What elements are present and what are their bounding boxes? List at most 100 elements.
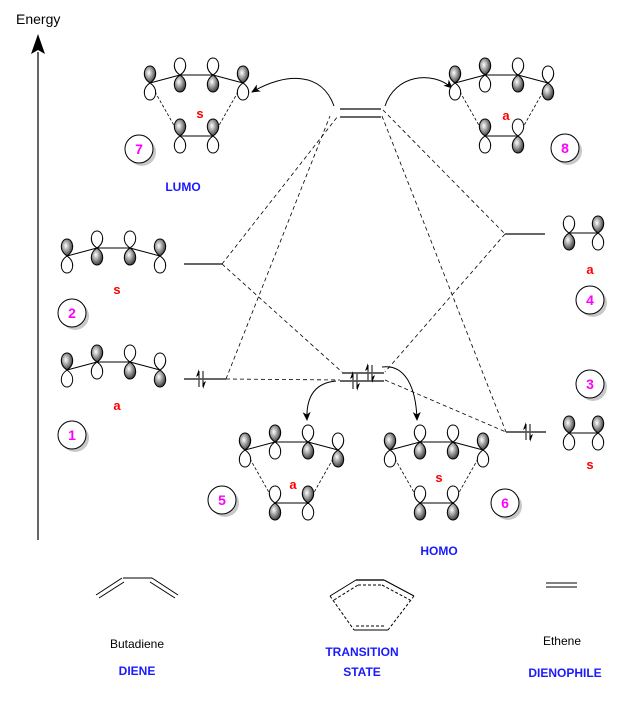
p-orbital-icon — [206, 57, 220, 93]
empty-lobe-icon — [60, 255, 74, 274]
orbital-number-badge: 6 — [490, 488, 522, 520]
empty-lobe-icon — [476, 449, 490, 468]
shaded-lobe-icon — [448, 65, 462, 84]
bond — [517, 74, 549, 84]
symmetry-label: s — [113, 282, 120, 297]
orbital-number-badge: 7 — [124, 134, 156, 166]
empty-lobe-icon — [301, 502, 315, 521]
empty-lobe-icon — [268, 485, 282, 504]
p-orbital-icon — [143, 65, 157, 101]
shaded-lobe-icon — [511, 74, 525, 93]
orbital-mo-4 — [562, 215, 605, 251]
p-orbital-icon — [591, 415, 605, 451]
electron-pair-icon — [523, 422, 533, 442]
correlation-line — [225, 115, 331, 380]
p-orbital-icon — [413, 424, 427, 460]
diene-backbone — [149, 74, 244, 84]
energy-axis-label: Energy — [16, 11, 60, 27]
p-orbital-icon — [383, 432, 397, 468]
p-orbital-icon — [153, 352, 167, 388]
orbital-number-badge: 2 — [57, 298, 89, 330]
orbital-arrows — [251, 77, 453, 421]
spin-up-icon — [196, 369, 199, 377]
diene-backbone — [389, 441, 484, 451]
p-orbital-icon — [153, 238, 167, 274]
dienophile-role-label: DIENOPHILE — [528, 666, 601, 680]
p-orbital-icon — [60, 238, 74, 274]
forming-bond — [387, 595, 415, 631]
symmetry-label: s — [196, 106, 203, 121]
orbital-mo-8 — [448, 57, 555, 154]
shaded-lobe-icon — [562, 232, 576, 251]
partial-bond — [381, 584, 411, 601]
energy-axis-arrow-icon — [31, 34, 45, 54]
shaded-lobe-icon — [60, 238, 74, 257]
arrow-to-mo8-icon — [384, 77, 453, 107]
empty-lobe-icon — [331, 432, 345, 451]
empty-lobe-icon — [413, 485, 427, 504]
spin-down-icon — [203, 381, 206, 389]
orbital-number-badge: 4 — [575, 285, 607, 317]
p-orbital-icon — [331, 432, 345, 468]
orbital-mo-3 — [562, 415, 605, 451]
p-orbital-icon — [301, 424, 315, 460]
badge-circle — [490, 488, 520, 518]
bond — [383, 579, 415, 597]
spin-up-icon — [365, 363, 368, 371]
arrow-to-homo-icon — [381, 366, 421, 421]
badge-circle — [57, 298, 87, 328]
transition-state-structure — [329, 579, 415, 631]
shaded-lobe-icon — [123, 361, 137, 380]
shaded-lobe-icon — [591, 415, 605, 434]
p-orbital-icon — [206, 118, 220, 154]
lumo-label: LUMO — [165, 180, 200, 194]
correlation-line — [221, 115, 339, 265]
shaded-lobe-icon — [173, 118, 187, 137]
symmetry-label: a — [586, 262, 594, 277]
symmetry-label: s — [435, 470, 442, 485]
p-orbital-icon — [511, 118, 525, 154]
empty-lobe-icon — [478, 135, 492, 154]
bond — [66, 247, 98, 257]
correlation-line — [381, 115, 507, 433]
orbital-mo-6 — [383, 424, 490, 521]
symmetry-label: a — [289, 477, 297, 492]
empty-lobe-icon — [206, 135, 220, 154]
empty-lobe-icon — [591, 432, 605, 451]
diene-backbone — [66, 247, 161, 257]
empty-lobe-icon — [562, 432, 576, 451]
bond — [454, 74, 486, 84]
orbital-number: 7 — [135, 141, 143, 157]
p-orbital-icon — [446, 424, 460, 460]
p-orbital-icon — [268, 485, 282, 521]
badge-circle — [575, 285, 605, 315]
orbital-number: 8 — [561, 140, 569, 156]
empty-lobe-icon — [301, 424, 315, 443]
p-orbital-icon — [60, 352, 74, 388]
energy-levels — [184, 108, 546, 433]
p-orbital-icon — [238, 432, 252, 468]
shaded-lobe-icon — [446, 441, 460, 460]
transition-role-line1: TRANSITION — [325, 645, 398, 659]
bond — [307, 441, 339, 451]
butadiene-name: Butadiene — [110, 637, 164, 651]
orbital-mo-2 — [60, 230, 167, 274]
empty-lobe-icon — [268, 441, 282, 460]
orbital-number: 3 — [586, 376, 594, 392]
electron-pair-icon — [196, 369, 206, 389]
p-orbital-icon — [448, 65, 462, 101]
shaded-lobe-icon — [301, 485, 315, 504]
shaded-lobe-icon — [143, 65, 157, 84]
empty-lobe-icon — [153, 255, 167, 274]
p-orbital-icon — [173, 118, 187, 154]
p-orbital-icon — [123, 230, 137, 266]
empty-lobe-icon — [60, 369, 74, 388]
empty-lobe-icon — [238, 449, 252, 468]
empty-lobe-icon — [236, 82, 250, 101]
forming-bond — [329, 595, 355, 631]
shaded-lobe-icon — [446, 502, 460, 521]
empty-lobe-icon — [123, 230, 137, 249]
